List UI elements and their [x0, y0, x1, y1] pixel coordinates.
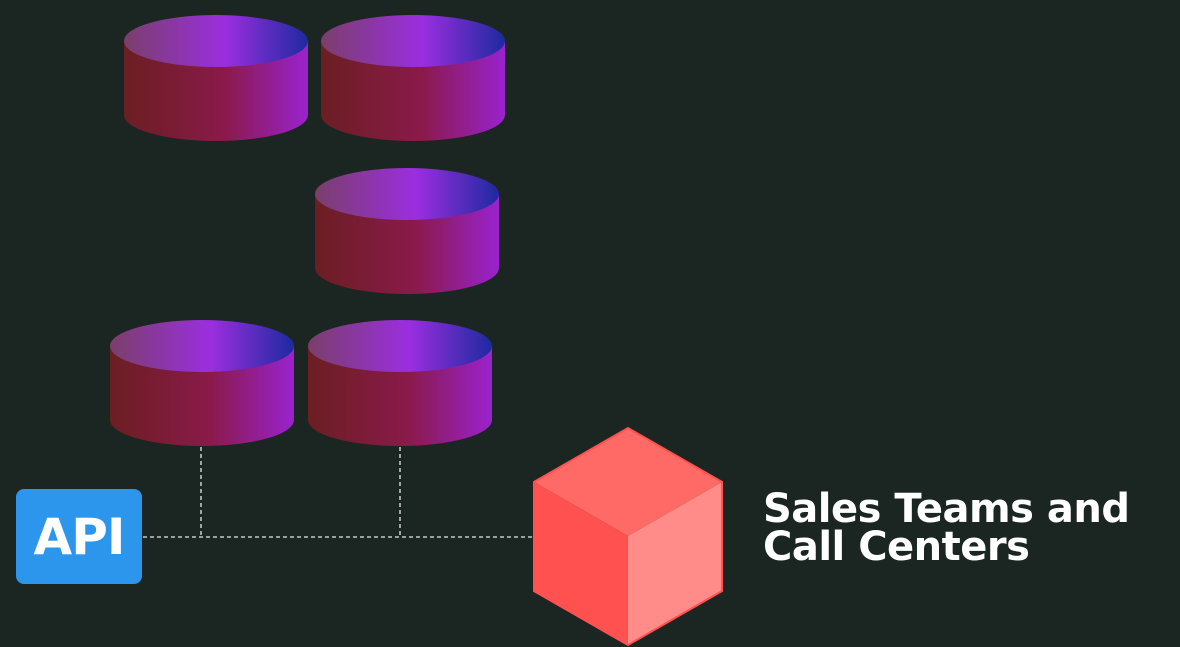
- target-label: Sales Teams and Call Centers: [763, 486, 1173, 570]
- target-label-line2: Call Centers: [763, 524, 1030, 570]
- target-label-line1: Sales Teams and: [763, 486, 1130, 532]
- connector-lines: [143, 447, 535, 538]
- database-cylinder-4: [110, 320, 294, 446]
- cube-icon: [533, 426, 723, 647]
- database-cylinder-5: [308, 320, 492, 446]
- cube-outline: [533, 426, 723, 647]
- api-label: API: [33, 507, 126, 566]
- database-cylinder-2: [321, 15, 505, 141]
- api-badge: API: [16, 489, 142, 584]
- database-cylinder-3: [315, 168, 499, 294]
- database-cylinder-1: [124, 15, 308, 141]
